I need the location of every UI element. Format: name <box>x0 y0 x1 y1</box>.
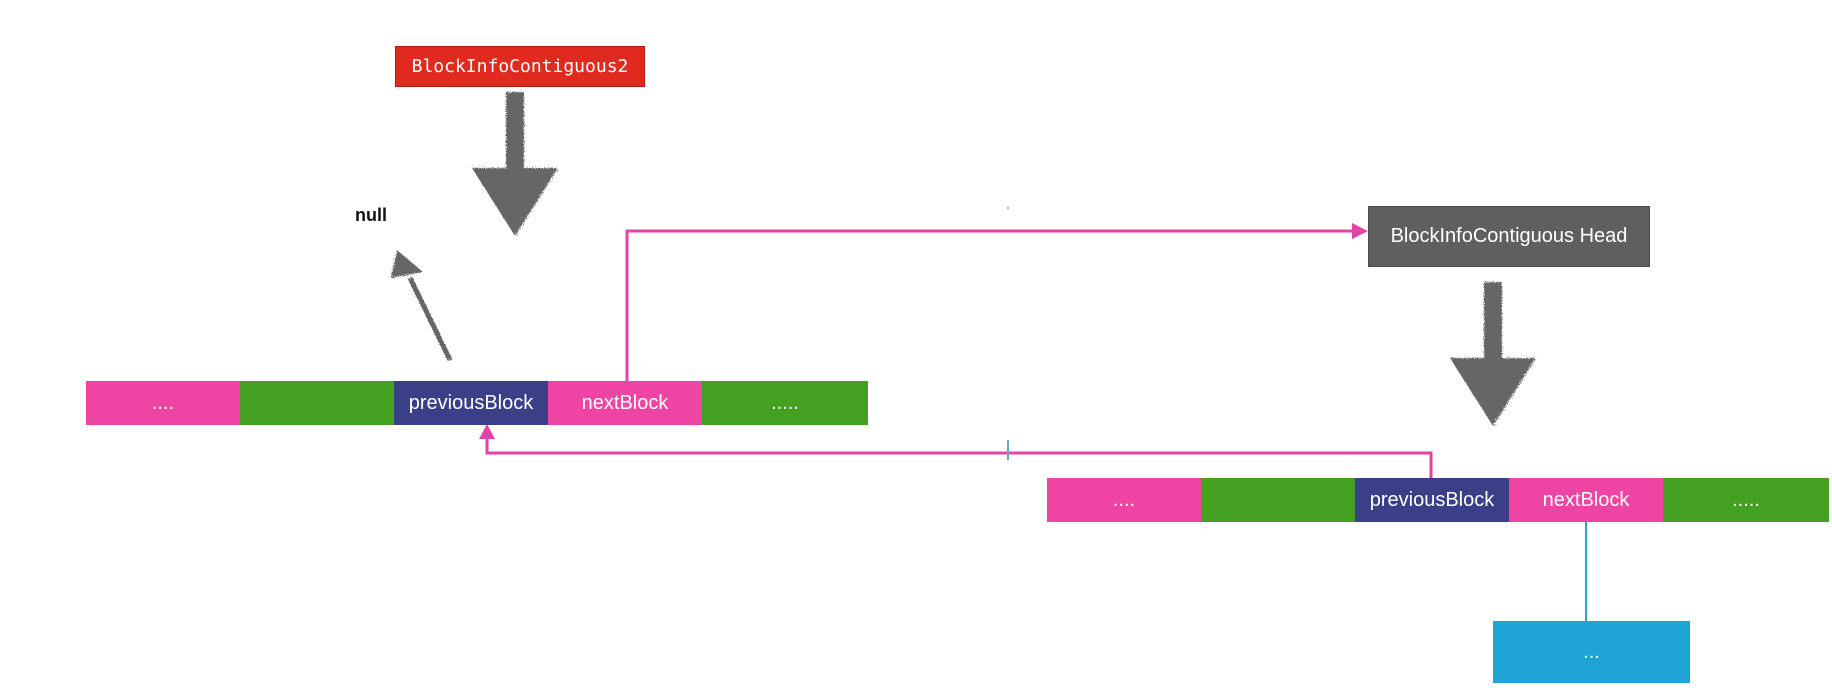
sketch-down-arrow-1 <box>472 92 558 236</box>
block-list-2-segment-next-block: nextBlock <box>1509 478 1663 522</box>
child-block-label: ... <box>1583 640 1600 663</box>
next-link-line <box>625 229 1355 381</box>
block-list-1-segment-data <box>240 381 394 425</box>
null-label: null <box>355 205 387 225</box>
block-list-2-segment-previous-block: previousBlock <box>1355 478 1509 522</box>
child-block-box: ... <box>1493 621 1690 683</box>
block-list-1-segment-previous-block: previousBlock <box>394 381 548 425</box>
block-list-1-segment-next-block: nextBlock <box>548 381 702 425</box>
previous-link-line <box>485 436 1433 478</box>
block-list-2-segment-ellipsis-left: .... <box>1047 478 1201 522</box>
block-list-1-segment-ellipsis-right: ..... <box>702 381 868 425</box>
block-info-contiguous-head-label: BlockInfoContiguous Head <box>1390 225 1628 247</box>
block-list-2-segment-ellipsis-right: ..... <box>1663 478 1829 522</box>
sketch-null-arrow <box>391 250 453 362</box>
sketch-down-arrow-2 <box>1450 282 1536 426</box>
block-list-2-segment-data <box>1201 478 1355 522</box>
block-list-1-segment-ellipsis-left: .... <box>86 381 240 425</box>
block-info-contiguous2-box: BlockInfoContiguous2 <box>395 46 645 87</box>
next-link-arrowhead <box>1352 223 1368 239</box>
block-info-contiguous-head-box: BlockInfoContiguous Head <box>1368 206 1650 267</box>
block-info-contiguous2-label: BlockInfoContiguous2 <box>411 56 629 77</box>
previous-link-arrowhead <box>479 424 495 439</box>
